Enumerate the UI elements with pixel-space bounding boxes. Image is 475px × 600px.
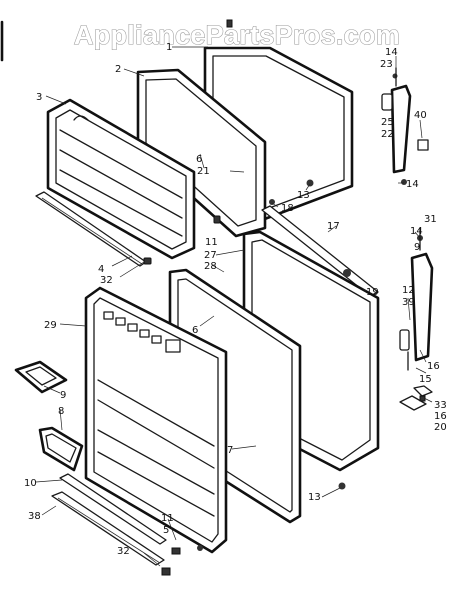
callout-23: 23: [380, 59, 393, 70]
callout-19: 19: [366, 287, 379, 298]
callout-11-lower: 11: [161, 513, 174, 524]
callout-16-lower: 16: [434, 411, 447, 422]
watermark-text: AppliancePartsPros.com: [74, 20, 400, 50]
callout-15: 15: [419, 374, 432, 385]
callout-32-upper: 32: [100, 275, 113, 286]
callout-38: 38: [28, 511, 41, 522]
lower-handle-assembly: [399, 227, 434, 371]
dairy-door: [14, 360, 68, 394]
callout-5: 5: [163, 525, 169, 536]
callout-14-upper-hinge: 14: [406, 179, 419, 190]
callout-9-dairy: 9: [60, 390, 66, 401]
fresh-food-door-liner: [84, 286, 228, 554]
callout-13-upper: 13: [297, 190, 310, 201]
dairy-bin: [38, 426, 84, 472]
callout-6-freezer: 6: [196, 154, 202, 165]
callout-40: 40: [414, 110, 427, 121]
refrigerator-top-bar: [261, 205, 379, 297]
callout-3: 3: [36, 92, 42, 103]
callout-17: 17: [327, 221, 340, 232]
callout-11-upper: 11: [205, 237, 218, 248]
callout-20: 20: [434, 422, 447, 433]
lower-hardware: [161, 482, 346, 576]
callout-21: 21: [197, 166, 210, 177]
callout-7: 7: [227, 445, 233, 456]
freezer-door-liner: [46, 98, 196, 260]
callout-1: 1: [166, 42, 172, 53]
bottom-hinge-pieces: [399, 385, 433, 411]
callout-25: 25: [381, 117, 394, 128]
callout-22: 22: [381, 129, 394, 140]
callout-2: 2: [115, 64, 121, 75]
callout-8: 8: [58, 406, 64, 417]
callout-27: 27: [204, 250, 217, 261]
callout-14-lower-hinge: 14: [410, 226, 423, 237]
callout-31: 31: [424, 214, 437, 225]
freezer-hardware: [143, 19, 314, 265]
callout-6-fresh-food: 6: [192, 325, 198, 336]
callout-13-lower: 13: [308, 492, 321, 503]
callout-10: 10: [24, 478, 37, 489]
callout-33: 33: [434, 400, 447, 411]
callout-9-hinge: 9: [414, 242, 420, 253]
callout-32-lower: 32: [117, 546, 130, 557]
bottom-trim-strip-upper: [59, 473, 167, 545]
callout-12: 12: [402, 285, 415, 296]
callout-14-top: 14: [385, 47, 398, 58]
bottom-trim-strip-lower: [51, 491, 165, 566]
callout-numbers: 1 2 3 14 23 25 22 40 14 6 21 13 18 11 27…: [24, 42, 447, 557]
callout-39: 39: [402, 297, 415, 308]
callout-28: 28: [204, 261, 217, 272]
callout-18: 18: [281, 203, 294, 214]
callout-16-upper: 16: [427, 361, 440, 372]
callout-4: 4: [98, 264, 104, 275]
callout-29: 29: [44, 320, 57, 331]
upper-hinge-assembly: [381, 67, 429, 185]
leader-lines: [35, 46, 433, 567]
